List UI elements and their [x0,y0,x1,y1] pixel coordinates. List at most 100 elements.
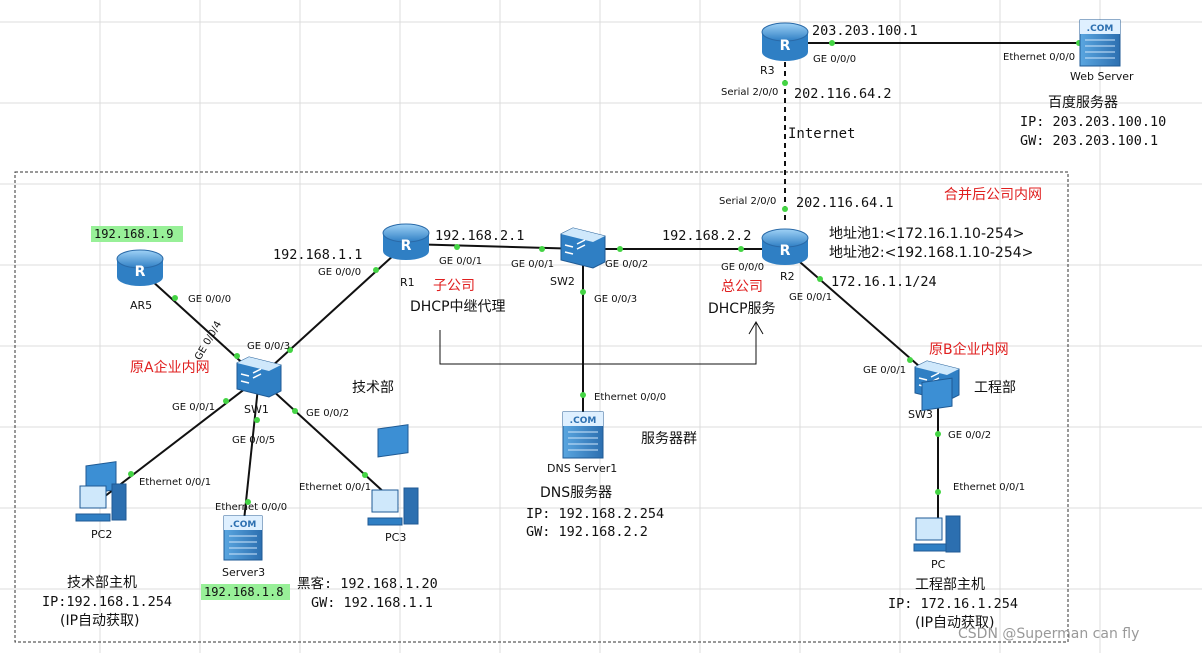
pc2-port: Ethernet 0/0/1 [139,477,211,488]
r2-service: DHCP服务 [708,301,776,317]
r2-ip-g000: 192.168.2.2 [662,228,751,244]
r1-ip-g000: 192.168.1.1 [273,247,362,263]
server3-label: Server3 [222,566,265,579]
web-server-name: 百度服务器 [1048,95,1118,111]
sw1-port-g001: GE 0/0/1 [172,402,215,413]
pc3-computer-icon[interactable] [367,424,419,526]
r2-port-g000: GE 0/0/0 [721,262,764,273]
r2-router-icon[interactable]: R [761,228,809,265]
pc2-label: PC2 [91,528,112,541]
web-server-label: Web Server [1070,70,1134,83]
web-server-gw: GW: 203.203.100.1 [1020,133,1158,149]
web-server-icon[interactable]: .COM [1079,19,1121,67]
dns-server-port: Ethernet 0/0/0 [594,392,666,403]
web-server-ip: IP: 203.203.100.10 [1020,114,1166,130]
r1-label: R1 [400,276,415,289]
server3-ip: 192.168.1.8 [204,585,283,599]
merged-network-boundary [14,171,1069,643]
dns-server-icon[interactable]: .COM [562,411,604,459]
ar5-ip-highlight [91,226,183,242]
r1-role: 子公司 [433,278,475,294]
sw3-dept-label: 工程部 [974,380,1016,396]
pc-ip: IP: 172.16.1.254 [888,596,1018,612]
ar5-label: AR5 [130,299,152,312]
server3-ip-highlight [201,584,290,600]
dns-server-name: DNS服务器 [540,485,612,501]
sw2-port-g002: GE 0/0/2 [605,259,648,270]
ar5-router-icon[interactable]: R [116,249,164,286]
r1-port-g000: GE 0/0/0 [318,267,361,278]
dns-server-gw: GW: 192.168.2.2 [526,524,648,540]
web-server-port: Ethernet 0/0/0 [1003,52,1075,63]
link-r1-sw1 [258,243,407,379]
pc2-computer-icon[interactable] [75,461,127,522]
dns-server-label: DNS Server1 [547,462,617,475]
pc-label: PC [931,558,946,571]
sw1-label: SW1 [244,403,269,416]
r3-serial-ip: 202.116.64.2 [794,86,892,102]
link-ar5-sw1 [139,269,260,379]
r1-service: DHCP中继代理 [410,299,506,315]
r3-ip: 203.203.100.1 [812,23,918,39]
pc2-mode: (IP自动获取) [60,613,140,629]
sw1-dept-label: 技术部 [352,380,394,396]
server3-icon[interactable]: .COM [223,515,263,561]
r3-label: R3 [760,64,775,77]
r3-serial-port: Serial 2/0/0 [721,87,778,98]
pc-name: 工程部主机 [915,577,985,593]
sw3-net-label: 原B企业内网 [929,341,1009,358]
svg-text:.COM: .COM [230,520,257,530]
sw3-label: SW3 [908,408,933,421]
svg-text:R: R [780,243,791,259]
dns-server-ip: IP: 192.168.2.254 [526,506,664,522]
pc3-label: PC3 [385,531,406,544]
sw1-net-label: 原A企业内网 [130,359,210,376]
ar5-ip: 192.168.1.9 [94,227,173,241]
r2-pool1: 地址池1:<172.16.1.10-254> [829,226,1024,242]
sw2-switch-icon[interactable] [560,227,606,269]
pc-port: Ethernet 0/0/1 [953,482,1025,493]
sw1-port-g003: GE 0/0/3 [247,341,290,352]
svg-text:R: R [135,264,146,280]
r2-label: R2 [780,270,795,283]
r3-ge-port: GE 0/0/0 [813,54,856,65]
link-sw1-server3 [242,377,260,531]
sw2-port-g001: GE 0/0/1 [511,259,554,270]
ar5-port: GE 0/0/0 [188,294,231,305]
r2-ip-g001: 172.16.1.1/24 [831,274,937,290]
pc-mode: (IP自动获取) [915,615,995,631]
server3-port: Ethernet 0/0/0 [215,502,287,513]
r2-pool2: 地址池2:<192.168.1.10-254> [829,245,1033,261]
sw2-port-g003: GE 0/0/3 [594,294,637,305]
svg-text:R: R [780,38,791,54]
sw2-group: 服务器群 [641,431,697,447]
sw2-label: SW2 [550,275,575,288]
link-r1-sw2 [405,243,584,250]
link-sw1-pc2 [99,377,260,501]
svg-text:.COM: .COM [570,416,597,426]
sw1-port-g005: GE 0/0/5 [232,435,275,446]
r2-serial-port: Serial 2/0/0 [719,196,776,207]
r2-role: 总公司 [721,279,763,295]
r2-serial-ip: 202.116.64.1 [796,195,894,211]
hacker-gw: GW: 192.168.1.1 [311,595,433,611]
link-sw1-pc3 [258,377,399,506]
pc3-port: Ethernet 0/0/1 [299,482,371,493]
r3-router-icon[interactable]: R [761,22,809,61]
dhcp-relay-arrowhead [748,321,764,335]
dhcp-relay-arrow [439,322,757,365]
sw3-port-g002: GE 0/0/2 [948,430,991,441]
r1-port-g001: GE 0/0/1 [439,256,482,267]
hacker-ip: 黑客: 192.168.1.20 [297,575,438,592]
r2-port-g001: GE 0/0/1 [789,292,832,303]
svg-text:.COM: .COM [1087,24,1114,34]
merged-net-label: 合并后公司内网 [944,187,1042,203]
sw1-port-g002: GE 0/0/2 [306,408,349,419]
sw1-switch-icon[interactable] [236,356,282,398]
r1-router-icon[interactable]: R [382,223,430,260]
sw3-port-g001: GE 0/0/1 [863,365,906,376]
pc-computer-icon[interactable] [913,377,961,553]
csdn-watermark: CSDN @Superman can fly [958,626,1139,642]
pc2-ip: IP:192.168.1.254 [42,594,172,610]
internet-label: Internet [788,126,855,142]
